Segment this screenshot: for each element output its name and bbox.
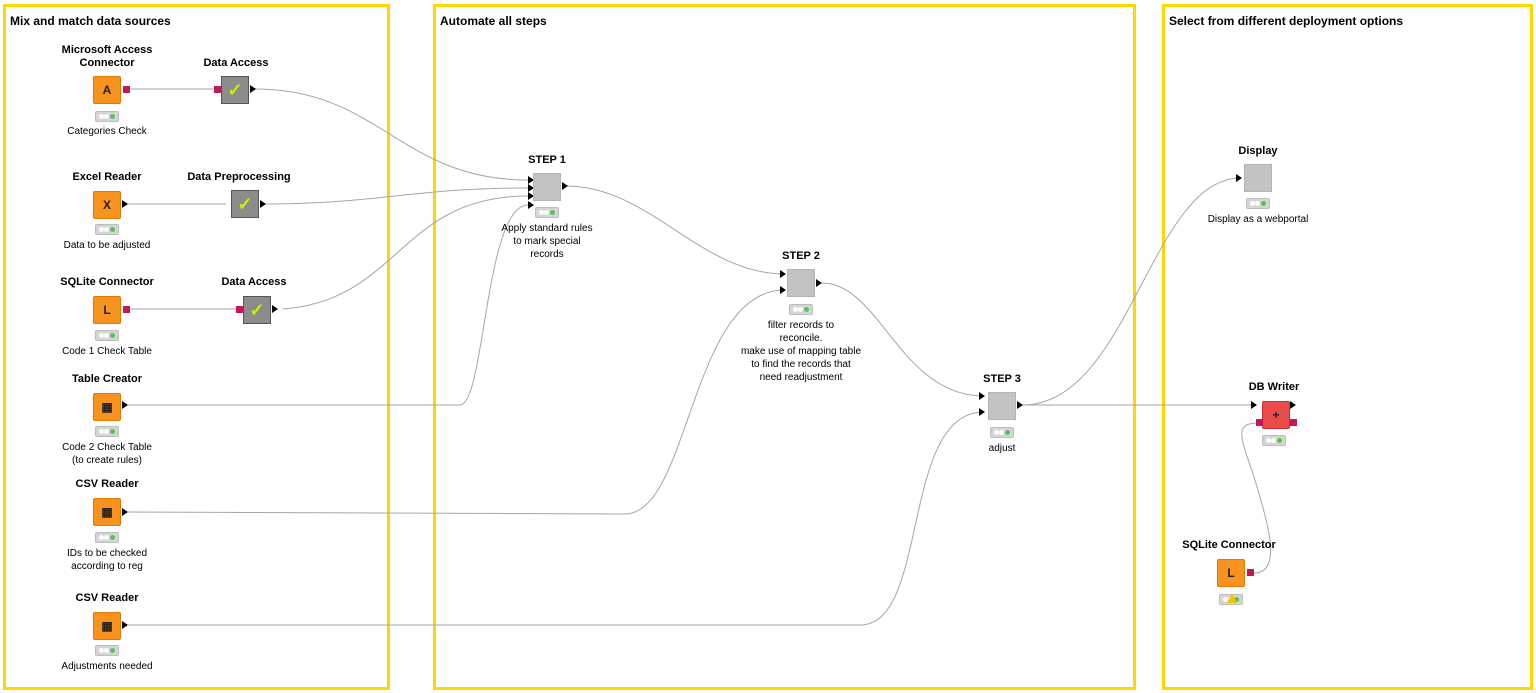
- check-icon: ✓: [227, 79, 243, 100]
- node-label: Microsoft Access Connector: [61, 44, 153, 69]
- output-port: [122, 401, 128, 409]
- warning-icon: [1227, 593, 1237, 603]
- db-port: [1247, 569, 1254, 576]
- output-port: [122, 200, 128, 208]
- node-label: SQLite Connector: [1182, 539, 1276, 551]
- output-port: [260, 200, 266, 208]
- status-indicator: [1219, 593, 1243, 605]
- node-glyph: A: [102, 83, 112, 97]
- status-indicator: [95, 426, 119, 437]
- output-port: [1290, 401, 1296, 409]
- status-indicator: [95, 645, 119, 656]
- node-label: Data Preprocessing: [187, 171, 291, 183]
- annotation-title: Mix and match data sources: [10, 14, 171, 28]
- node-description: Display as a webportal: [1207, 214, 1309, 225]
- node-glyph: ▦: [101, 619, 113, 633]
- node-label: Display: [1238, 145, 1278, 157]
- csv-icon[interactable]: ▦: [93, 498, 121, 526]
- node-description: Adjustments needed: [61, 661, 153, 672]
- node-glyph: L: [1227, 566, 1235, 580]
- component-icon[interactable]: [787, 269, 815, 297]
- node-description: filter records to reconcile. make use of…: [740, 320, 862, 383]
- output-port: [1017, 401, 1023, 409]
- table-icon[interactable]: ▦: [93, 393, 121, 421]
- node-label: Table Creator: [71, 373, 143, 385]
- node-label: STEP 1: [528, 154, 566, 166]
- node-label: CSV Reader: [75, 592, 139, 604]
- node-glyph: ▦: [101, 400, 113, 414]
- node-label: STEP 3: [983, 373, 1021, 385]
- node-description: Code 1 Check Table: [62, 346, 152, 357]
- status-indicator: [95, 330, 119, 341]
- database-connector-icon[interactable]: L: [93, 296, 121, 324]
- output-port: [250, 85, 256, 93]
- node-label: Data Access: [221, 276, 287, 288]
- check-icon: ✓: [249, 299, 265, 320]
- db-port: [1256, 419, 1263, 426]
- output-port: [816, 279, 822, 287]
- status-indicator: [95, 224, 119, 235]
- status-indicator: [1262, 435, 1286, 446]
- database-connector-icon[interactable]: L: [1217, 559, 1245, 587]
- check-icon: ✓: [237, 193, 253, 214]
- metanode-check-icon[interactable]: ✓: [221, 76, 249, 104]
- output-port: [122, 508, 128, 516]
- node-description: Categories Check: [67, 126, 147, 137]
- metanode-check-icon[interactable]: ✓: [231, 190, 259, 218]
- component-icon[interactable]: [1244, 164, 1272, 192]
- annotation-title: Select from different deployment options: [1169, 14, 1404, 28]
- node-label: Data Access: [203, 57, 269, 69]
- db-port: [123, 306, 130, 313]
- database-connector-icon[interactable]: A: [93, 76, 121, 104]
- db-port: [123, 86, 130, 93]
- status-indicator: [535, 207, 559, 218]
- node-label: STEP 2: [782, 250, 820, 262]
- node-description: IDs to be checked according to reg: [66, 548, 148, 572]
- annotation-title: Automate all steps: [440, 14, 547, 28]
- node-glyph: X: [102, 198, 111, 212]
- status-indicator: [1246, 198, 1270, 209]
- status-indicator: [95, 111, 119, 122]
- status-indicator: [990, 427, 1014, 438]
- output-port: [272, 305, 278, 313]
- node-glyph: ▦: [101, 505, 113, 519]
- output-port: [562, 182, 568, 190]
- node-description: Data to be adjusted: [63, 240, 151, 251]
- db-port: [1290, 419, 1297, 426]
- node-glyph: +: [1272, 408, 1280, 422]
- excel-icon[interactable]: X: [93, 191, 121, 219]
- metanode-check-icon[interactable]: ✓: [243, 296, 271, 324]
- node-description: adjust: [988, 443, 1016, 454]
- node-label: SQLite Connector: [60, 276, 154, 288]
- node-label: CSV Reader: [75, 478, 139, 490]
- node-label: Excel Reader: [72, 171, 142, 183]
- db-port: [236, 306, 243, 313]
- csv-icon[interactable]: ▦: [93, 612, 121, 640]
- component-icon[interactable]: [988, 392, 1016, 420]
- node-description: Code 2 Check Table (to create rules): [62, 442, 152, 466]
- annotation-deployment: Select from different deployment options: [1162, 4, 1533, 690]
- output-port: [122, 621, 128, 629]
- node-label: DB Writer: [1248, 381, 1300, 393]
- status-indicator: [789, 304, 813, 315]
- status-indicator: [95, 532, 119, 543]
- node-glyph: L: [103, 303, 111, 317]
- db-port: [214, 86, 221, 93]
- component-icon[interactable]: [533, 173, 561, 201]
- db-writer-icon[interactable]: +: [1262, 401, 1290, 429]
- node-description: Apply standard rules to mark special rec…: [501, 223, 593, 260]
